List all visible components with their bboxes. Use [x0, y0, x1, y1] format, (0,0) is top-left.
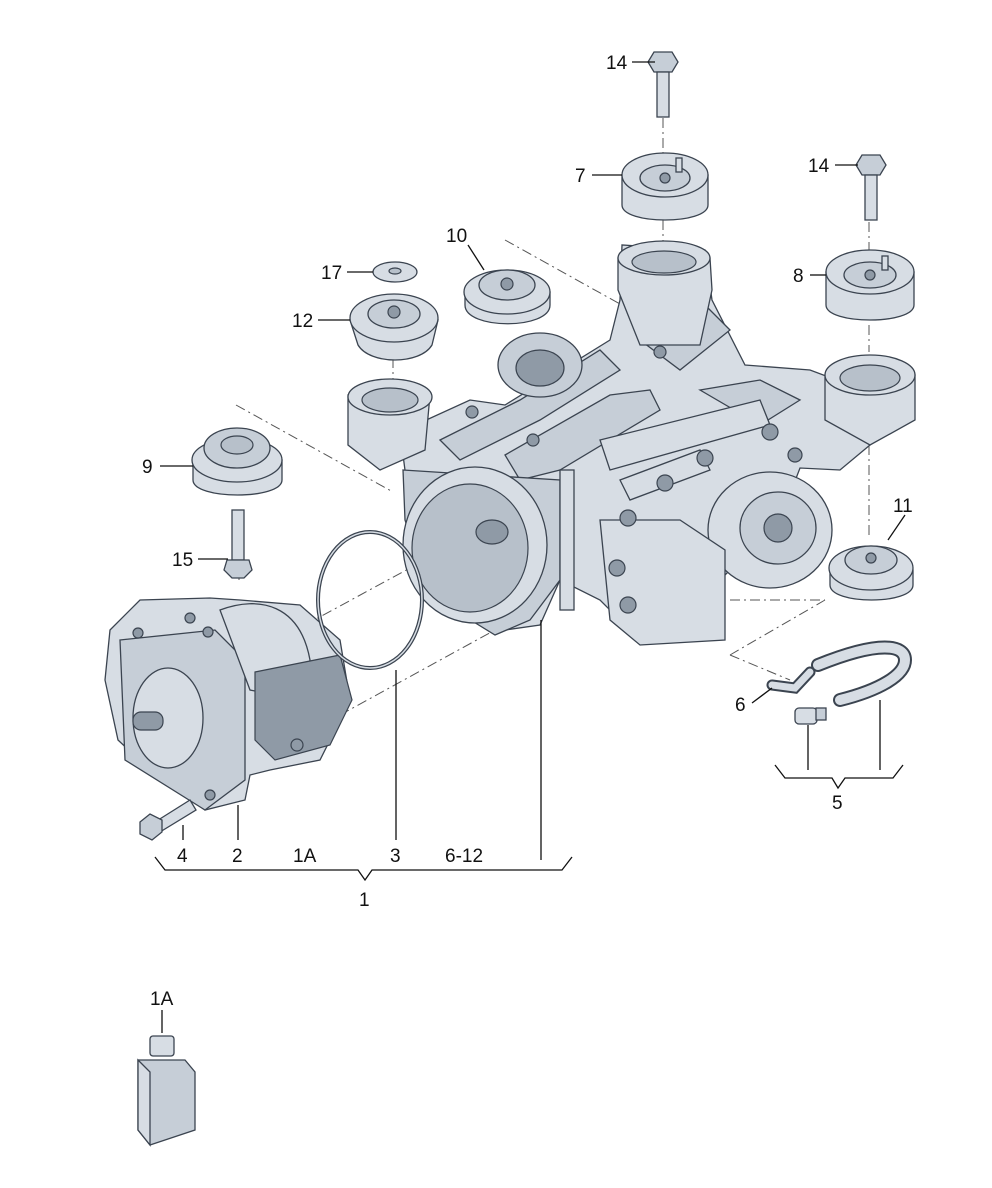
washer-part-17: [372, 261, 418, 283]
callout-labels: 14 7 14 8 10 17 12 9 15 11 6 5 4 2 1A 3 …: [142, 53, 913, 1010]
callout-1a-bottle: 1A: [150, 989, 174, 1010]
callout-10: 10: [446, 226, 467, 247]
callout-14-right: 14: [808, 156, 830, 177]
callout-3: 3: [390, 846, 401, 867]
group-bracket-5: [774, 764, 904, 790]
callout-6-12: 6-12: [445, 846, 483, 867]
mount-part-12: [349, 293, 439, 361]
o-ring-part-3: [316, 530, 424, 670]
callout-5: 5: [832, 793, 843, 814]
breather-hose-part-5: [811, 640, 913, 707]
mount-part-10: [463, 269, 551, 325]
group-bracket-1: [154, 856, 573, 882]
callout-4: 4: [177, 846, 188, 867]
callout-17: 17: [321, 263, 342, 284]
callout-15: 15: [172, 550, 193, 571]
callout-2: 2: [232, 846, 243, 867]
callout-6: 6: [735, 695, 746, 716]
hose-clip-part-5: [794, 707, 827, 725]
mount-part-7: [621, 152, 709, 221]
bolt-part-15: [223, 509, 253, 579]
mount-part-11: [828, 545, 914, 601]
callout-9: 9: [142, 457, 153, 478]
bolt-part-14-top: [647, 51, 679, 118]
oil-bottle-part-1a: [137, 1035, 196, 1147]
cover-part-2: [104, 597, 353, 811]
mount-part-9: [191, 427, 283, 496]
callout-1a-main: 1A: [293, 846, 317, 867]
leader-lines: [160, 61, 906, 1033]
differential-housing: [347, 240, 916, 646]
callout-14-top: 14: [606, 53, 628, 74]
bolt-part-4: [139, 799, 197, 841]
bolt-part-14-right: [855, 154, 887, 221]
callout-1: 1: [359, 890, 370, 911]
mount-part-8: [825, 249, 915, 321]
callout-8: 8: [793, 266, 804, 287]
callout-12: 12: [292, 311, 313, 332]
callout-11: 11: [893, 496, 913, 517]
breather-elbow-part-6: [766, 666, 816, 694]
callout-7: 7: [575, 166, 586, 187]
